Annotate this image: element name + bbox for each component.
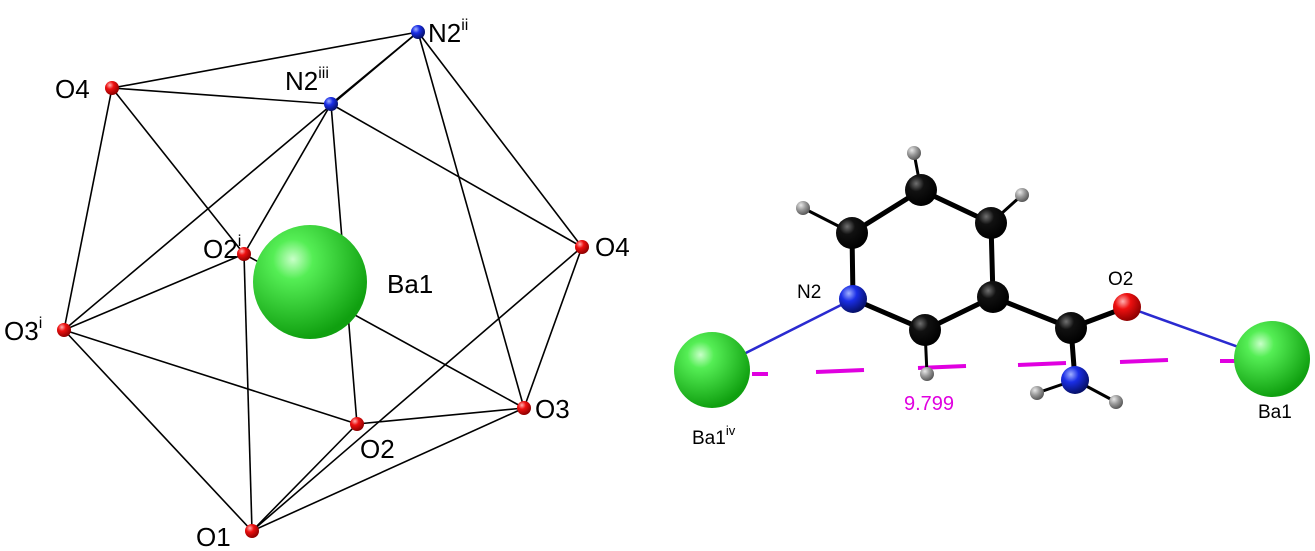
o4-right-atom bbox=[575, 240, 589, 254]
h-atom bbox=[907, 146, 921, 160]
ba1-atom bbox=[1234, 321, 1310, 397]
o2-atom bbox=[1113, 293, 1141, 321]
label-n2ii: N2ii bbox=[428, 17, 468, 48]
ba1iv-atom bbox=[674, 332, 750, 408]
n2ii-atom bbox=[411, 25, 425, 39]
label-o3i: O3i bbox=[4, 315, 42, 346]
h-atom bbox=[920, 367, 934, 381]
distance-label: 9.799 bbox=[904, 393, 954, 415]
polyhedron-edges bbox=[63, 31, 583, 532]
label-ba1: Ba1 bbox=[387, 269, 433, 299]
label-o2: O2 bbox=[360, 434, 395, 464]
ba1-atom bbox=[253, 225, 367, 339]
n2iii-atom bbox=[324, 97, 338, 111]
c-atom bbox=[836, 217, 868, 249]
o3i-atom bbox=[57, 323, 71, 337]
o1-atom bbox=[245, 524, 259, 538]
o3-atom bbox=[517, 401, 531, 415]
label-n2iii: N2iii bbox=[285, 65, 329, 96]
h-atom bbox=[796, 201, 810, 215]
c-atom bbox=[977, 281, 1009, 313]
label-o3: O3 bbox=[535, 394, 570, 424]
c-atom bbox=[905, 174, 937, 206]
o2-atom bbox=[350, 417, 364, 431]
o2i-atom bbox=[237, 247, 251, 261]
c-atom bbox=[1055, 312, 1087, 344]
h-atom bbox=[1015, 188, 1029, 202]
o4-left-atom bbox=[105, 81, 119, 95]
label-ba1iv: Ba1iv bbox=[692, 423, 736, 449]
label-o1: O1 bbox=[196, 522, 231, 551]
bridging-ligand: N2 O2 Ba1iv Ba1 9.799 bbox=[674, 146, 1310, 449]
coordination-polyhedron: N2ii N2iii O4 O4 O2i Ba1 O3i O2 O3 O1 bbox=[4, 17, 630, 551]
label-n2: N2 bbox=[797, 282, 821, 303]
h-atom bbox=[1109, 395, 1123, 409]
label-o2-right: O2 bbox=[1108, 269, 1133, 290]
label-ba1-right: Ba1 bbox=[1258, 402, 1292, 423]
n-amide-atom bbox=[1061, 366, 1089, 394]
label-o4-right: O4 bbox=[595, 232, 630, 262]
label-o4-left: O4 bbox=[55, 74, 90, 104]
n2-atom bbox=[839, 285, 867, 313]
label-o2i: O2i bbox=[203, 233, 241, 264]
distance-line bbox=[752, 358, 1238, 376]
c-atom bbox=[975, 207, 1007, 239]
h-atom bbox=[1030, 386, 1044, 400]
c-atom bbox=[909, 314, 941, 346]
